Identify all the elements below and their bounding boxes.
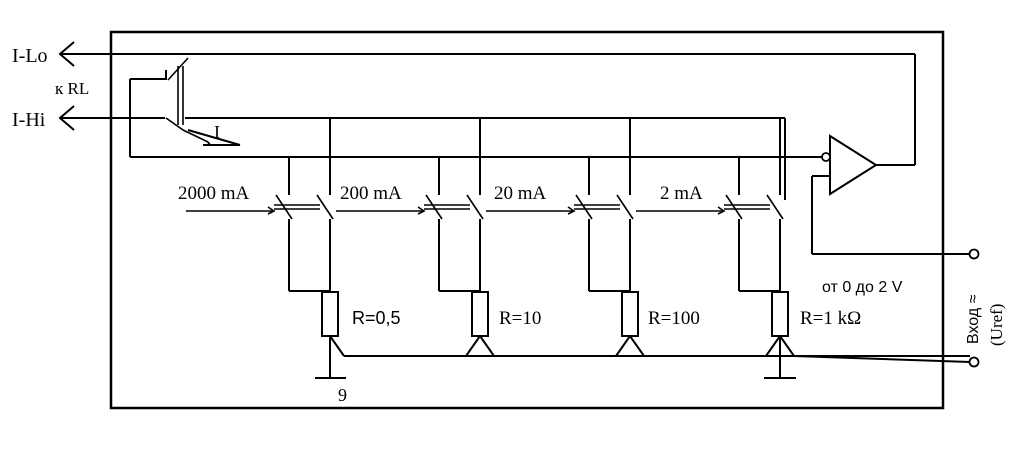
- range-stage-20: [486, 118, 645, 357]
- enclosure-frame: [109, 30, 945, 410]
- resistor-label-20: R=100: [648, 308, 700, 329]
- pin-number: 9: [338, 385, 347, 405]
- range-stage-200: [336, 118, 495, 357]
- current-label: I: [214, 122, 220, 142]
- range-label-200: 200 mA: [340, 183, 402, 204]
- shunt-resistor: [321, 291, 339, 337]
- output-relay-switch: [129, 53, 915, 157]
- range-label-20: 20 mA: [494, 183, 547, 204]
- shunt-resistor: [621, 291, 639, 337]
- resistor-label-200: R=10: [499, 308, 541, 329]
- i-hi-label: I-Hi: [12, 109, 46, 131]
- rl-label: к RL: [55, 79, 89, 98]
- input-label: Вход ≈: [965, 294, 982, 344]
- i-lo-arrow: [58, 41, 185, 67]
- i-hi-arrow: [58, 105, 165, 131]
- range-stage-2000: [186, 118, 345, 378]
- i-lo-label: I-Lo: [12, 45, 48, 67]
- shunt-resistor: [771, 291, 789, 337]
- input-ref-label: (Uref): [987, 304, 1006, 346]
- voltage-range-label: от 0 до 2 V: [822, 279, 903, 296]
- resistor-label-2000: R=0,5: [352, 308, 401, 328]
- shunt-resistor: [471, 291, 489, 337]
- uref-terminal: [968, 356, 980, 368]
- amplifier: [811, 134, 980, 260]
- resistor-label-2: R=1 kΩ: [800, 308, 861, 329]
- range-label-2000: 2000 mA: [178, 183, 250, 204]
- range-label-2: 2 mA: [660, 183, 703, 204]
- range-stage-2: [636, 118, 795, 378]
